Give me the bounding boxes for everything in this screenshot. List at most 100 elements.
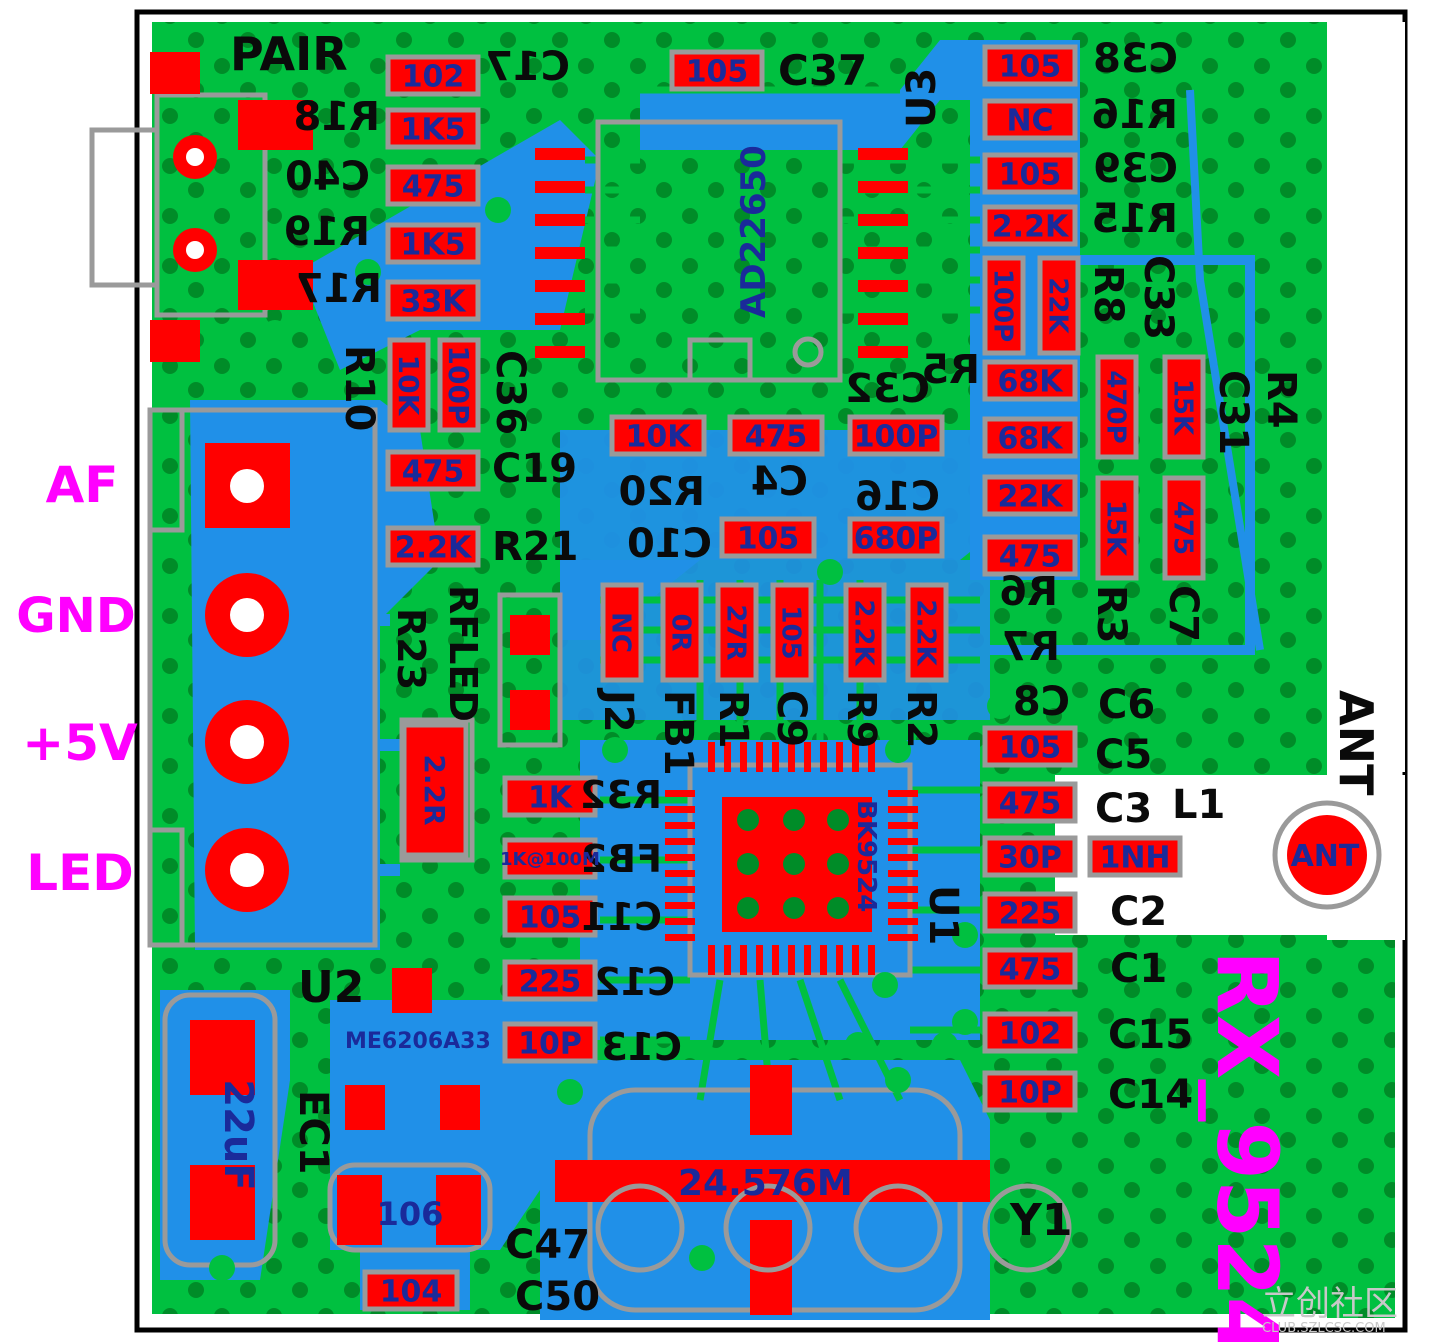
c31-value: 470P — [1101, 370, 1131, 443]
c4-value: 475 — [745, 419, 808, 454]
u2-part: ME6206A33 — [345, 1029, 491, 1054]
r19-ref: R19 — [284, 209, 370, 255]
r21-footprint — [385, 525, 481, 568]
c2-value: 225 — [999, 896, 1062, 931]
y1-freq: 24.576M — [678, 1163, 853, 1204]
c15-footprint — [982, 1011, 1078, 1054]
c17-ref: C17 — [485, 44, 570, 90]
chip-labels: U3 AD22650 U1 BK9524 U2 ME6206A33 Y1 24.… — [298, 68, 1296, 1342]
passive-footprints — [362, 44, 1206, 1312]
r-475-footprint — [982, 534, 1078, 577]
r23-ref: R23 — [389, 608, 433, 690]
c37-value: 105 — [686, 54, 749, 89]
r3-footprint — [1095, 475, 1139, 581]
r-22k-footprint — [982, 474, 1078, 517]
r9-ref: R9 — [838, 690, 884, 749]
r32-ref: R32 — [580, 773, 662, 817]
c16-footprint — [847, 516, 945, 559]
ant-pad-label: ANT — [1291, 839, 1360, 874]
c17-footprint — [385, 54, 481, 97]
r15-value: 2.2K — [992, 209, 1070, 244]
c37-ref: C37 — [778, 46, 867, 95]
r18-ref: R18 — [294, 94, 380, 140]
c10-footprint — [719, 516, 817, 559]
c39-footprint — [982, 152, 1078, 195]
c12-ref: C12 — [594, 960, 675, 1004]
c5-value: 105 — [999, 730, 1062, 765]
fb2-footprint — [502, 837, 598, 880]
c19-ref: C19 — [492, 446, 577, 492]
r9-value: 2.2K — [849, 599, 879, 666]
watermark-url: CLUB.SZLCSC.COM — [1262, 1321, 1386, 1336]
c-30p-value: 30P — [998, 840, 1062, 875]
c19-footprint — [385, 449, 481, 492]
c12-footprint — [502, 959, 598, 1002]
r2-ref: R2 — [898, 690, 944, 749]
c47-ref: C47 — [505, 1222, 590, 1268]
u3-part: AD22650 — [734, 145, 774, 318]
c39-ref: C39 — [1093, 146, 1178, 192]
r20-value: 10K — [626, 419, 693, 454]
c33-value: 100P — [988, 269, 1018, 342]
c36-ref: C36 — [487, 350, 533, 435]
r32-value: 1K — [528, 780, 574, 815]
r17-footprint — [385, 279, 481, 322]
c3-ref: C3 — [1095, 786, 1152, 832]
c36-footprint — [437, 337, 481, 433]
connector-pads — [150, 52, 1382, 912]
r32-footprint — [502, 775, 598, 818]
c10-value: 105 — [737, 521, 800, 556]
pin-label-af: AF — [46, 456, 119, 514]
r15-ref: R15 — [1092, 196, 1178, 242]
r5-value: 68K — [998, 364, 1065, 399]
fb1-footprint — [660, 582, 704, 683]
c7-value: 475 — [1168, 501, 1198, 555]
r8-value: 22K — [1043, 277, 1073, 334]
c11-ref: C11 — [581, 895, 662, 939]
r10-ref: R10 — [336, 345, 382, 431]
r19-value: 1K5 — [401, 227, 466, 262]
c6-ref: C6 — [1098, 682, 1155, 728]
r20-footprint — [609, 414, 707, 457]
c1-footprint — [982, 947, 1078, 990]
u3-ref: U3 — [899, 68, 945, 128]
r3-value: 15K — [1101, 500, 1131, 557]
c3-footprint — [982, 781, 1078, 824]
c2-ref: C2 — [1110, 889, 1167, 935]
r4-ref: R4 — [1258, 370, 1304, 429]
r-22k-value: 22K — [998, 479, 1065, 514]
c11-footprint — [502, 895, 598, 938]
c14-footprint — [982, 1070, 1078, 1113]
c19-value: 475 — [402, 454, 465, 489]
r8-ref: R8 — [1085, 265, 1131, 324]
c40-footprint — [385, 164, 481, 207]
watermark-text: 立创社区 — [1262, 1284, 1398, 1324]
c4-ref: C4 — [751, 459, 808, 505]
c40-value: 475 — [402, 169, 465, 204]
c16-ref: C16 — [855, 474, 940, 520]
c11-value: 105 — [519, 900, 582, 935]
r20-ref: R20 — [619, 469, 705, 515]
c12-value: 225 — [519, 964, 582, 999]
u1-ref: U1 — [920, 885, 966, 945]
j2-ref: J2 — [595, 687, 641, 733]
r8-footprint — [1037, 255, 1081, 356]
c15-ref: C15 — [1108, 1012, 1193, 1058]
ant-label: ANT — [1329, 690, 1383, 796]
fb2-ref: FB2 — [581, 837, 662, 881]
c7-ref: C7 — [1160, 585, 1206, 642]
r19-footprint — [385, 222, 481, 265]
r16-ref: R16 — [1092, 92, 1178, 138]
r17-ref: R17 — [296, 266, 382, 312]
c32-ref: C32 — [845, 366, 930, 412]
c9-footprint — [770, 582, 814, 683]
r17-value: 33K — [401, 284, 468, 319]
y1-crystal — [555, 1065, 1072, 1315]
c-30p-footprint — [982, 835, 1078, 878]
c9-ref: C9 — [768, 690, 814, 747]
r2-footprint — [905, 582, 949, 683]
c5-ref: C5 — [1095, 732, 1152, 778]
